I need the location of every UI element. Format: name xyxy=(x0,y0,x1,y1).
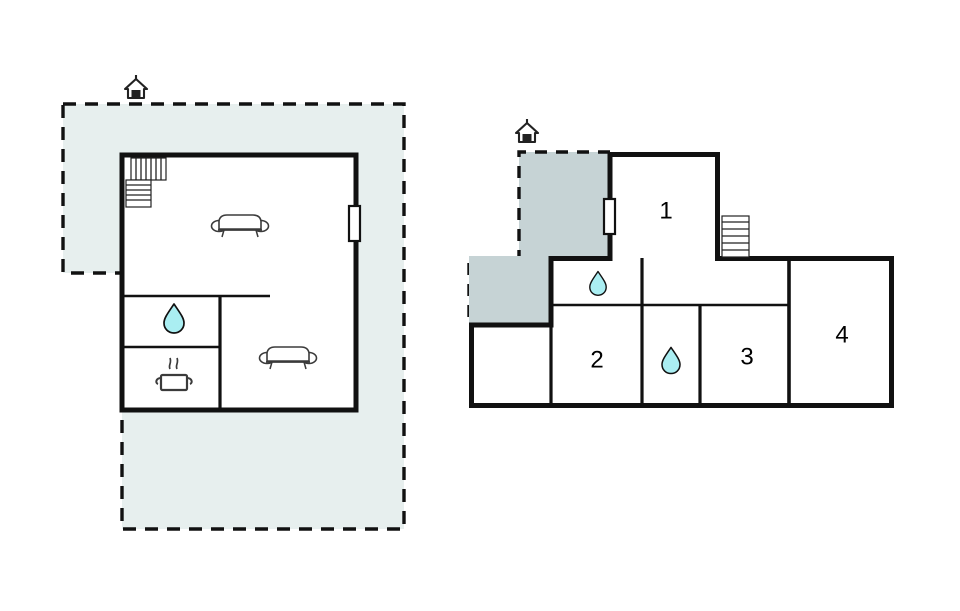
room-label-4: 4 xyxy=(835,321,848,348)
right-outer-wall xyxy=(469,152,894,408)
right-interior-walls xyxy=(549,258,791,406)
right-terrace-overlap-fill xyxy=(469,256,551,325)
entry-door xyxy=(347,204,362,243)
right-floor-plan: 1 2 3 4 xyxy=(467,117,894,408)
left-interior-walls xyxy=(122,294,270,410)
staircase xyxy=(125,157,167,208)
left-building-fill xyxy=(122,155,356,410)
room-label-3: 3 xyxy=(740,343,753,370)
right-upper-block-fill xyxy=(610,152,720,258)
staircase xyxy=(721,215,750,258)
left-floor-plan xyxy=(61,73,406,531)
room-label-1: 1 xyxy=(659,197,672,224)
left-outer-wall xyxy=(119,152,359,413)
entry-door xyxy=(602,197,617,236)
room-label-2: 2 xyxy=(590,346,603,373)
left-plot-dashed-outline xyxy=(61,102,406,531)
